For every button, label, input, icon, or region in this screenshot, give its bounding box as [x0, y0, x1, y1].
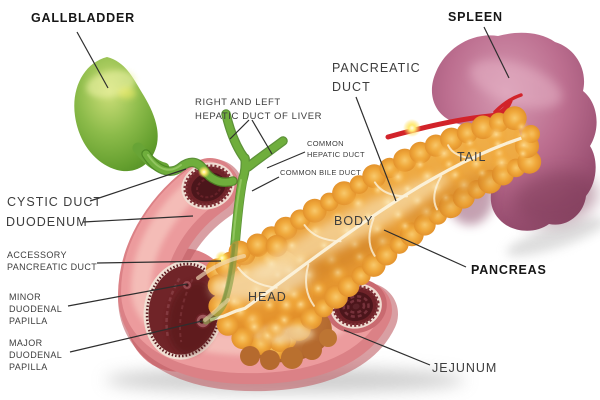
label-line: ACCESSORY: [7, 250, 67, 260]
leader-accessory-duct: [96, 260, 222, 264]
label-line: DUODENAL: [9, 350, 63, 360]
label-head: HEAD: [248, 290, 287, 304]
leader-jejunum: [343, 329, 431, 366]
pancreatic-duct-shape: [209, 136, 522, 322]
label-line: PAPILLA: [9, 362, 48, 372]
label-spleen: SPLEEN: [448, 10, 503, 24]
label-jejunum: JEJUNUM: [432, 361, 498, 375]
label-pancreatic-duct: PANCREATIC DUCT: [332, 59, 421, 97]
duodenum-cut-opening: [181, 162, 235, 210]
accessory-pancreatic-duct-shape: [196, 254, 246, 280]
leader-minor-papilla: [67, 283, 188, 307]
right-hepatic-duct-shape: [244, 137, 287, 171]
duodenum-window: [143, 260, 225, 360]
label-tail: TAIL: [457, 150, 487, 164]
leader-right-hepatic-duct: [251, 119, 273, 155]
label-line: MAJOR: [9, 338, 43, 348]
highlight-glint: [403, 119, 421, 137]
label-minor-duodenal-papilla: MINOR DUODENAL PAPILLA: [9, 291, 62, 327]
leader-major-papilla: [69, 320, 203, 353]
leader-left-hepatic-duct: [229, 119, 250, 140]
leader-gallbladder: [76, 31, 109, 89]
label-accessory-pancreatic-duct: ACCESSORY PANCREATIC DUCT: [7, 249, 97, 273]
label-common-hepatic-duct: COMMON HEPATIC DUCT: [307, 139, 365, 160]
label-line: PANCREATIC: [332, 61, 421, 75]
leader-common-bile-duct: [251, 176, 280, 192]
leader-common-hepatic-duct: [266, 151, 306, 169]
pancreas-organ: [198, 106, 542, 370]
label-gallbladder: GALLBLADDER: [31, 11, 135, 25]
label-body: BODY: [334, 214, 374, 228]
label-hepatic-ducts: RIGHT AND LEFT HEPATIC DUCT OF LIVER: [195, 96, 322, 124]
label-pancreas: PANCREAS: [471, 263, 547, 277]
label-major-duodenal-papilla: MAJOR DUODENAL PAPILLA: [9, 337, 62, 373]
leader-duodenum: [82, 215, 194, 223]
gallbladder-organ: [74, 57, 170, 174]
bile-ducts: [141, 109, 288, 250]
label-cystic-duct: CYSTIC DUCT: [7, 195, 103, 209]
highlight-glint: [198, 166, 210, 178]
label-common-bile-duct: COMMON BILE DUCT: [280, 168, 362, 177]
label-line: RIGHT AND LEFT: [195, 97, 281, 108]
leader-pancreas: [383, 229, 467, 268]
label-line: MINOR: [9, 292, 41, 302]
label-duodenum: DUODENUM: [6, 215, 88, 229]
leader-spleen: [483, 26, 510, 79]
label-line: PANCREATIC DUCT: [7, 262, 98, 272]
leader-lines: [67, 26, 510, 366]
label-line: DUODENAL: [9, 304, 63, 314]
leader-pancreatic-duct: [355, 96, 397, 202]
label-line: HEPATIC DUCT: [307, 149, 365, 159]
common-bile-duct-shape: [231, 174, 247, 249]
label-line: PAPILLA: [9, 316, 48, 326]
label-line: HEPATIC DUCT OF LIVER: [195, 111, 323, 122]
embedded-ducts: [196, 239, 246, 325]
label-line: COMMON: [307, 139, 344, 148]
leader-cystic-duct: [89, 168, 187, 202]
cystic-duct-shape: [142, 150, 237, 186]
label-line: DUCT: [332, 80, 371, 94]
